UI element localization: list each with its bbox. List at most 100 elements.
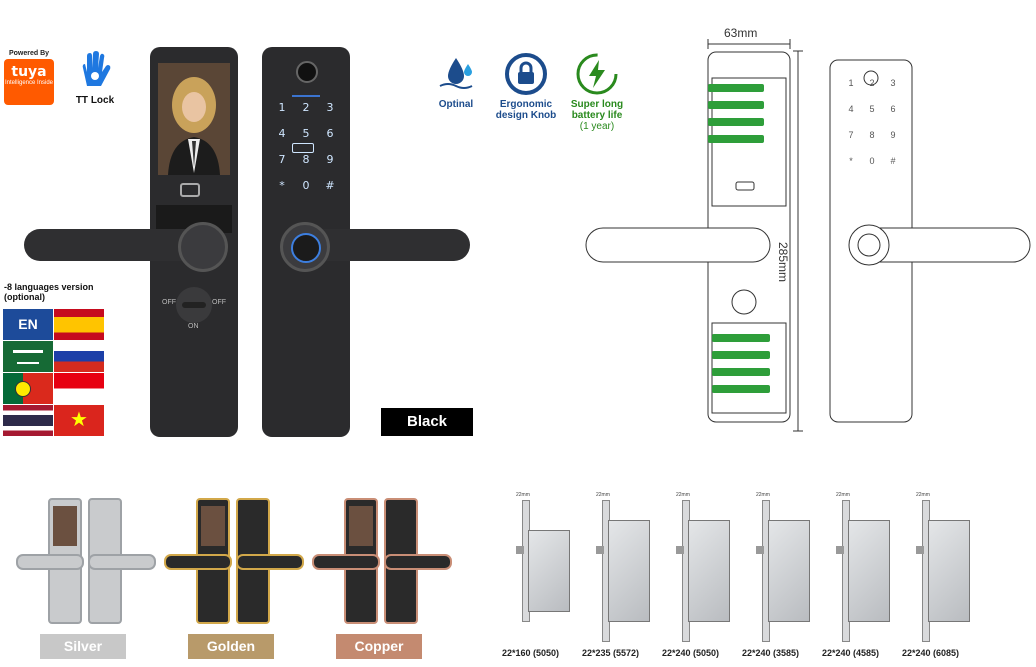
knob-off-left-label: OFF: [162, 299, 176, 306]
mortise-body: [848, 520, 890, 622]
flag-en-label: EN: [18, 316, 38, 332]
mortise-body: [688, 520, 730, 622]
tuya-brand-label: tuya: [11, 64, 47, 80]
feature-battery-label3: (1 year): [579, 121, 615, 132]
variant-label: Golden: [188, 634, 274, 659]
languages-title-line2: (optional): [4, 292, 45, 302]
flag-saudi: [3, 341, 53, 372]
drawing-keypad-key: 3: [890, 78, 896, 88]
mortise-face-label: 22mm: [596, 492, 610, 498]
lock-circle-icon: [505, 53, 547, 95]
knob-on-label: ON: [188, 323, 199, 330]
ttlock-hand-icon: [82, 51, 111, 86]
mortise-latch: [916, 546, 924, 554]
mortise-latch: [836, 546, 844, 554]
languages-title-line1: -8 languages version: [4, 282, 94, 292]
keypad-key[interactable]: 1: [278, 101, 286, 114]
drawing-keypad-key: 8: [869, 130, 875, 140]
feature-ergonomic: Ergonomic design Knob: [490, 52, 562, 121]
keypad: 1 2 3 4 5 6 7 8 9 * 0 #: [272, 99, 342, 209]
screen-portrait-image: [158, 63, 230, 175]
variant-label: Silver: [40, 634, 126, 659]
variant-copper: Copper: [308, 494, 458, 664]
variant-back-handle: [236, 554, 304, 570]
knob-off-right-label: OFF: [212, 299, 226, 306]
keypad-key[interactable]: 7: [278, 153, 286, 166]
keypad-key[interactable]: 3: [326, 101, 334, 114]
mortise-latch: [676, 546, 684, 554]
flag-vietnam: ★: [54, 405, 104, 436]
drawing-keypad-key: 5: [869, 104, 875, 114]
camera-icon: [296, 61, 318, 83]
mortise-size-label: 22*160 (5050): [502, 648, 560, 658]
mortise-face-label: 22mm: [516, 492, 530, 498]
mortise-body: [928, 520, 970, 622]
mortise-latch: [516, 546, 524, 554]
variant-front-handle: [16, 554, 84, 570]
inside-batteries-top: [708, 84, 764, 143]
flag-portugal: [3, 373, 53, 404]
front-handle-rose: [178, 222, 228, 272]
feature-ergonomic-label2: design Knob: [495, 110, 557, 121]
drawing-keypad-key: 9: [890, 130, 896, 140]
mortise-body: [608, 520, 650, 622]
technical-drawing: [585, 39, 1031, 432]
feature-optional: Optinal: [428, 52, 484, 110]
mortise-item: 22mm 22*240 (3585): [740, 486, 824, 666]
drawing-keypad-key: 4: [848, 104, 854, 114]
keypad-key[interactable]: 2: [302, 101, 310, 114]
mortise-face-label: 22mm: [676, 492, 690, 498]
flag-indonesia: [54, 373, 104, 404]
tuya-powered-label: Powered By: [8, 50, 50, 57]
feature-optional-label: Optinal: [438, 99, 474, 110]
variant-back-handle: [88, 554, 156, 570]
width-dimension-label: 63mm: [724, 26, 758, 40]
keypad-key[interactable]: 4: [278, 127, 286, 140]
keypad-key[interactable]: 9: [326, 153, 334, 166]
mortise-body: [768, 520, 810, 622]
tuya-logo: tuya Intelligence Inside: [4, 59, 54, 105]
lock-screen: [158, 63, 230, 175]
drawing-keypad-key: 6: [890, 104, 896, 114]
mortise-face-label: 22mm: [916, 492, 930, 498]
mortise-face-label: 22mm: [756, 492, 770, 498]
color-variants: Silver Golden Copper: [12, 494, 452, 664]
keypad-key[interactable]: *: [279, 179, 285, 192]
drawing-keypad-key: 1: [848, 78, 854, 88]
keypad-key[interactable]: 0: [302, 179, 310, 192]
battery-bolt-icon: [576, 53, 618, 95]
keypad-key[interactable]: 6: [326, 127, 334, 140]
variant-back-handle: [384, 554, 452, 570]
status-light: [292, 95, 320, 97]
camera-sensor-icon: [180, 183, 200, 197]
mortise-size-label: 22*240 (4585): [822, 648, 880, 658]
flag-spain: [54, 309, 104, 340]
mortise-body: [528, 530, 570, 612]
mortise-size-label: 22*240 (5050): [662, 648, 720, 658]
feature-ergonomic-label1: Ergonomic: [499, 99, 553, 110]
fingerprint-rose: [280, 222, 330, 272]
inside-batteries-bottom: [712, 334, 770, 393]
variant-label: Copper: [336, 634, 422, 659]
variant-front-handle: [164, 554, 232, 570]
mechanical-knob[interactable]: [176, 287, 212, 323]
keypad-key[interactable]: 5: [302, 127, 310, 140]
keypad-key[interactable]: #: [325, 179, 335, 192]
ttlock-label: TT Lock: [75, 95, 115, 106]
fingerprint-icon[interactable]: [291, 233, 321, 263]
feature-battery-label2: battery life: [571, 110, 623, 121]
drawing-keypad-key: 2: [869, 78, 875, 88]
mortise-size-label: 22*240 (3585): [742, 648, 800, 658]
lock-front-panel: OFF OFF ON: [150, 47, 238, 437]
language-flags: EN ★: [3, 309, 104, 437]
tuya-inside-label: Intelligence Inside: [4, 80, 54, 86]
keypad-key[interactable]: 8: [302, 153, 310, 166]
color-black-tag: Black: [381, 408, 473, 436]
ttlock-badge: TT Lock: [74, 50, 116, 108]
drawing-keypad-key: #: [890, 156, 896, 166]
drawing-keypad-key: 0: [869, 156, 875, 166]
